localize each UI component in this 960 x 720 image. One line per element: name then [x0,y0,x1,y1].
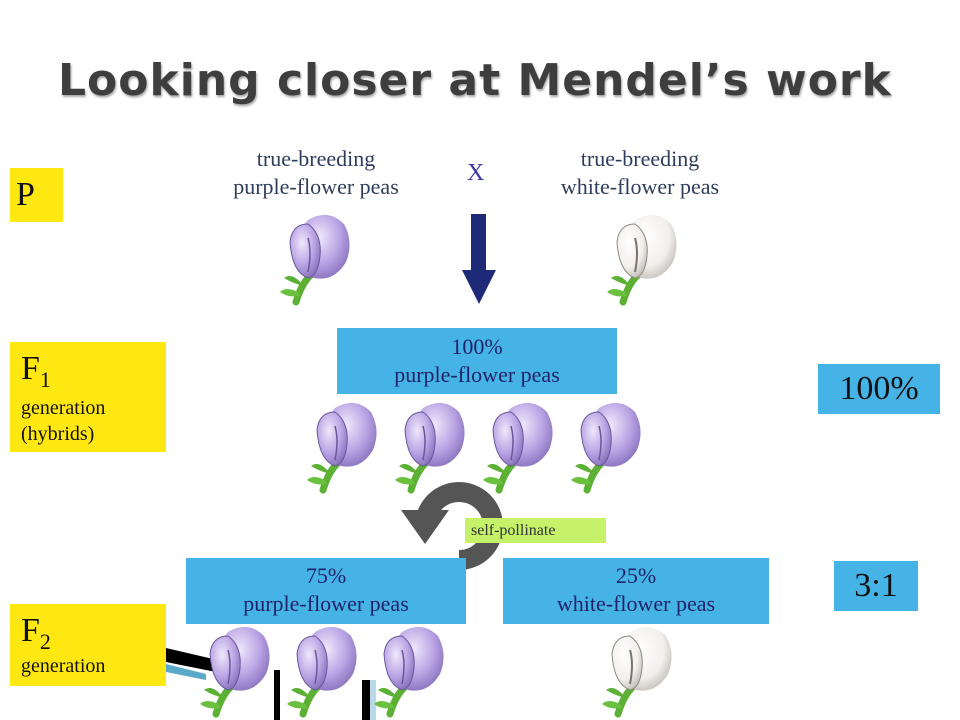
f2-white-result-box: 25% white-flower peas [503,558,769,624]
parent-purple-label: true-breeding purple-flower peas [200,145,432,201]
generation-p-label: P [10,168,63,222]
f1-symbol: F1 [21,350,51,392]
decorative-stripes [166,648,376,720]
f1-label: purple-flower peas [394,362,560,387]
f2-purple-percent: 75% [305,563,347,588]
purple-flower-icon [372,624,452,718]
parent-white-line2: white-flower peas [560,174,720,199]
purple-flower-icon [305,400,385,494]
f2-white-label: white-flower peas [556,591,716,616]
f2-purple-result-box: 75% purple-flower peas [186,558,466,624]
f1-line2: (hybrids) [21,423,95,445]
generation-f2-label: F2 generation [10,604,166,686]
cross-symbol: X [467,160,485,186]
cycle-arrow-icon [401,482,503,570]
purple-flower-icon [278,212,358,306]
page-title: Looking closer at Mendel’s work [58,55,892,106]
f1-line1: generation [21,397,106,419]
f1-ratio-box: 100% [818,364,940,414]
f2-line1: generation [21,655,106,677]
f2-white-percent: 25% [615,563,657,588]
purple-flower-icon [198,624,278,718]
f1-result-box: 100% purple-flower peas [337,328,617,394]
f2-purple-label: purple-flower peas [243,591,409,616]
f2-symbol: F2 [21,612,51,654]
generation-f1-label: F1 generation (hybrids) [10,342,166,452]
white-flower-icon [600,624,680,718]
parent-purple-line2: purple-flower peas [233,174,399,199]
f1-percent: 100% [451,334,503,359]
self-pollinate-label: self-pollinate [465,518,606,543]
white-flower-icon [605,212,685,306]
parent-white-line1: true-breeding [580,146,700,171]
parent-purple-line1: true-breeding [256,146,376,171]
parent-white-label: true-breeding white-flower peas [528,145,752,201]
purple-flower-icon [569,400,649,494]
f2-ratio-box: 3:1 [834,561,918,611]
down-arrow-icon [462,214,496,304]
purple-flower-icon [285,624,365,718]
